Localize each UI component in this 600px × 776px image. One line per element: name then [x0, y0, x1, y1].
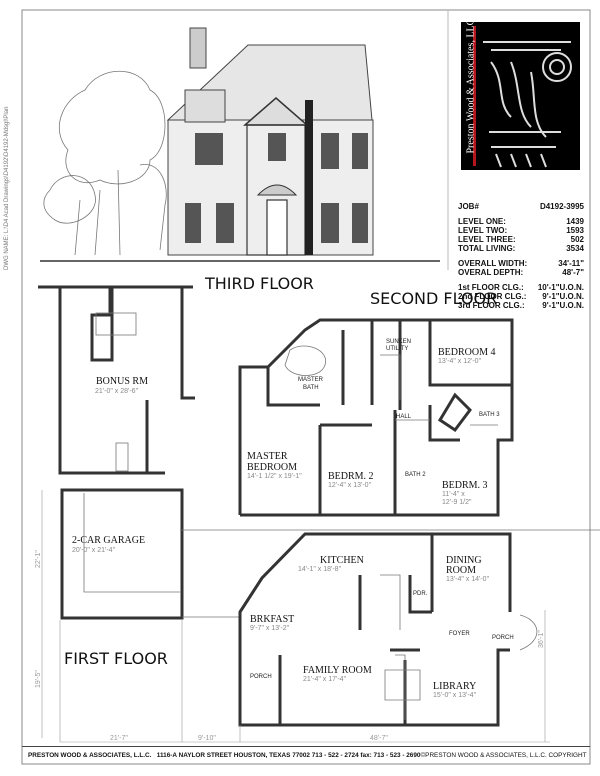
logo-accent-bar: [473, 26, 476, 166]
first-floor-title: FIRST FLOOR: [64, 649, 168, 668]
dining-size: 13'-4" x 14'-0": [446, 576, 490, 583]
tree-outlines: [43, 70, 167, 256]
bedroom4-size: 13'-4" x 12'-0": [438, 358, 482, 365]
company-address: 1116-A NAYLOR STREET HOUSTON, TEXAS 7700…: [156, 752, 421, 759]
porch-depth-dimension: 36'-1": [538, 630, 545, 648]
third-floor-title: THIRD FLOOR: [204, 274, 314, 293]
dining-name-1: DINING: [446, 555, 482, 566]
pdr-name: PDR.: [413, 591, 428, 597]
garage-depth-dimension: 22'-1": [35, 550, 42, 568]
level-three-label: LEVEL THREE:: [458, 235, 516, 244]
house-width-dimension: 48'-7": [370, 735, 388, 742]
first-floor-plan: KITCHEN 14'-1" x 18'-8" DINING ROOM 13'-…: [238, 532, 538, 727]
master-bedroom-size: 14'-1 1/2" x 19'-1": [247, 473, 302, 480]
second-floor-title: SECOND FLOOR: [370, 289, 497, 308]
bonus-room-name: BONUS RM: [96, 376, 148, 387]
first-floor-ceiling-value: 10'-1"U.O.N.: [537, 283, 584, 292]
sunken-utility-name-2: UTILITY: [386, 346, 408, 352]
level-one-label: LEVEL ONE:: [458, 217, 506, 226]
level-two-value: 1593: [566, 226, 584, 235]
first-floor-ceiling-label: 1st FLOOR CLG.:: [458, 283, 524, 292]
bedroom4-name: BEDROOM 4: [438, 347, 496, 358]
master-bath-name-2: BATH: [303, 385, 319, 391]
level-two-label: LEVEL TWO:: [458, 226, 508, 235]
drive-depth-dimension: 19'-5": [35, 670, 42, 688]
plan-info-panel: JOB# D4192-3995 LEVEL ONE: 1439 LEVEL TWO:…: [458, 202, 584, 310]
job-value: D4192-3995: [539, 202, 584, 211]
dimension-lines: 22'-1" 19'-5" 21'-7" 9'-10" 48'-7" 36'-1…: [35, 490, 550, 743]
second-floor-ceiling-label: 2nd FLOOR CLG.:: [458, 292, 527, 301]
gap-width-dimension: 9'-10": [198, 735, 216, 742]
hall-name: HALL: [396, 414, 412, 420]
brkfast-name: BRKFAST: [250, 614, 294, 625]
bath2-name: BATH 2: [405, 472, 426, 478]
bath3-name: BATH 3: [479, 412, 500, 418]
second-floor-ceiling-value: 9'-1"U.O.N.: [542, 292, 584, 301]
master-bedroom-name-2: BEDROOM: [247, 462, 297, 473]
overall-width-value: 34'-11": [558, 259, 584, 268]
kitchen-size: 14'-1" x 18'-8": [298, 566, 342, 573]
level-one-value: 1439: [566, 217, 584, 226]
side-porch-name: PORCH: [250, 674, 272, 680]
garage-plan: 2-CAR GARAGE 20'-0" x 21'-4": [60, 488, 600, 620]
copyright: ©PRESTON WOOD & ASSOCIATES, L.L.C. COPYR…: [420, 752, 587, 759]
master-bedroom-name-1: MASTER: [247, 451, 288, 462]
sheet-border: [21, 9, 591, 765]
garage-size: 20'-0" x 21'-4": [72, 547, 116, 554]
sunken-utility-name-1: SUNKEN: [386, 339, 411, 345]
third-floor-ceiling-label: 3rd FLOOR CLG.:: [458, 301, 525, 310]
title-block: PRESTON WOOD & ASSOCIATES, L.L.C. 1116-A…: [22, 746, 590, 764]
third-floor-ceiling-value: 9'-1"U.O.N.: [542, 301, 584, 310]
corinthian-capital-icon: [483, 41, 572, 168]
library-size: 15'-0" x 13'-4": [433, 692, 477, 699]
garage-name: 2-CAR GARAGE: [72, 535, 145, 546]
second-floor-plan: MASTER BATH SUNKEN UTILITY BEDROOM 4 13'…: [238, 318, 514, 517]
company-logo: Preston Wood & Associates, LLC: [461, 19, 580, 170]
garage-width-dimension: 21'-7": [110, 735, 128, 742]
master-bath-name-1: MASTER: [298, 377, 324, 383]
family-room-name: FAMILY ROOM: [303, 665, 372, 676]
total-living-label: TOTAL LIVING:: [458, 244, 516, 253]
foyer-name: FOYER: [449, 631, 470, 637]
family-room-size: 21'-4" x 17'-4": [303, 676, 347, 683]
brkfast-size: 9'-7" x 13'-2": [250, 625, 290, 632]
bedrm2-name: BEDRM. 2: [328, 471, 374, 482]
company-name: PRESTON WOOD & ASSOCIATES, L.L.C.: [28, 752, 152, 759]
bedrm3-size-1: 11'-4" x: [442, 491, 465, 498]
job-label: JOB#: [458, 202, 479, 211]
drawing-name: DWG NAME: L:\D4 Acad Drawings\D4192\D419…: [4, 106, 10, 270]
overall-depth-label: OVERAL DEPTH:: [458, 268, 524, 277]
overall-depth-value: 48'-7": [562, 268, 584, 277]
bedrm2-size: 12'-4" x 13'-0": [328, 482, 372, 489]
library-name: LIBRARY: [433, 681, 476, 692]
level-three-value: 502: [570, 235, 584, 244]
bonus-room-size: 21'-0" x 28'-6": [95, 388, 139, 395]
overall-width-label: OVERALL WIDTH:: [458, 259, 528, 268]
front-porch-name: PORCH: [492, 635, 514, 641]
third-floor-plan: BONUS RM 21'-0" x 28'-6": [38, 285, 195, 475]
front-elevation: [40, 27, 440, 262]
total-living-value: 3534: [566, 244, 584, 253]
kitchen-name: KITCHEN: [320, 555, 364, 566]
bedrm3-size-2: 12'-9 1/2": [442, 499, 472, 506]
dining-name-2: ROOM: [446, 565, 476, 576]
bedrm3-name: BEDRM. 3: [442, 480, 488, 491]
